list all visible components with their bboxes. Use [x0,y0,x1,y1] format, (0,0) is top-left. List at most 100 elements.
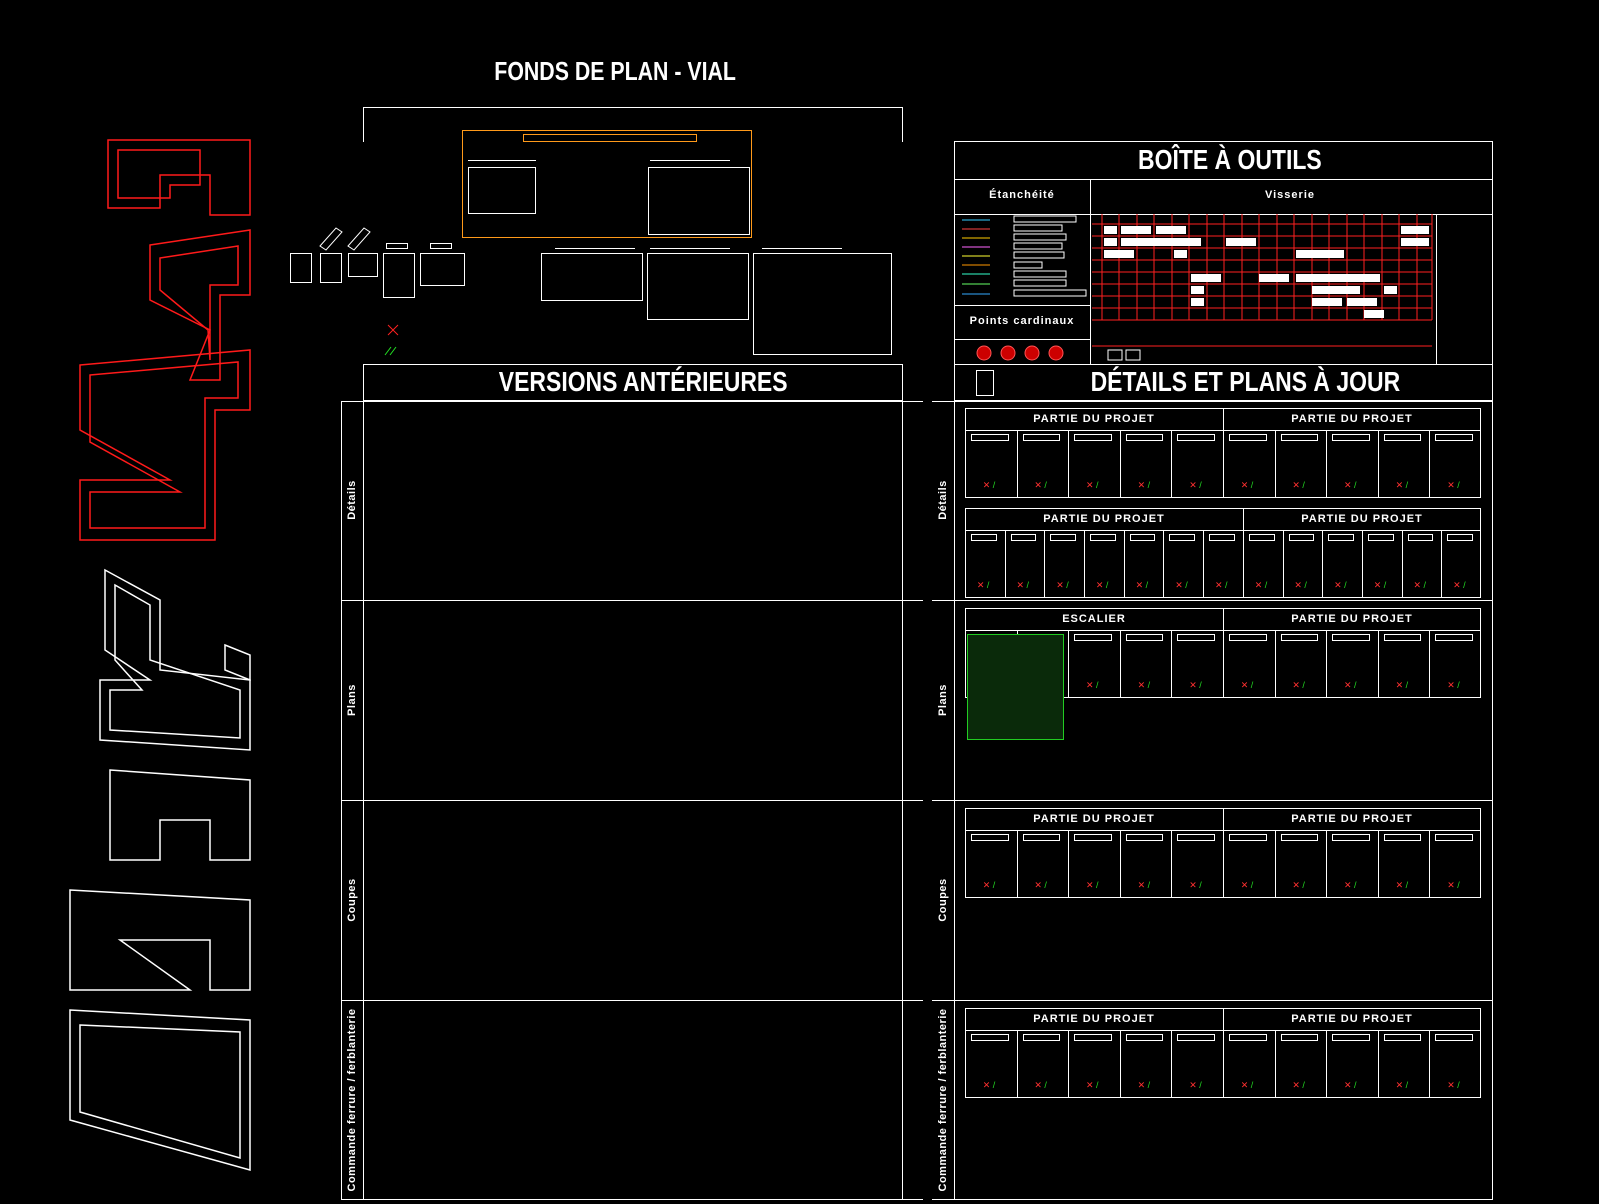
grid-cell-slot[interactable] [1022,834,1061,841]
plan-thumbnail[interactable] [753,253,892,355]
grid-cell-slot[interactable] [1229,834,1267,841]
grid-cell-slot[interactable] [1177,434,1215,441]
grid-cell-slot[interactable] [1090,534,1116,541]
grid-col-line [1016,1030,1018,1098]
cross-mark-icon: ✕ [1344,1080,1352,1090]
grid-cell-slot[interactable] [1280,634,1319,641]
cross-mark-icon: ✕ [1447,880,1455,890]
grid-col-line [1429,830,1431,898]
grid-cell-slot[interactable] [1209,534,1235,541]
toolbox-divider [1436,214,1437,365]
grid-col-line [1377,1030,1379,1098]
grid-col-line [1242,530,1244,598]
grid-cell-slot[interactable] [1280,834,1319,841]
grid-cell-slot[interactable] [1010,534,1037,541]
plan-thumbnail[interactable] [320,253,342,283]
etancheite-legend[interactable] [954,214,1090,304]
check-mark-icon: / [1096,680,1099,690]
grid-cell-slot[interactable] [1435,834,1473,841]
grid-cell-slot[interactable] [1367,534,1394,541]
grid-cell-slot[interactable] [1435,1034,1473,1041]
grid-col-line [1119,830,1121,898]
cross-mark-icon: ✕ [1292,480,1300,490]
toolbox-divider [954,179,1493,180]
plan-thumbnail[interactable] [468,167,536,214]
cross-mark-icon: ✕ [1135,580,1144,590]
grid-cell-slot[interactable] [1332,834,1370,841]
plan-thumbnail[interactable] [647,253,749,320]
grid-cell-slot[interactable] [1074,434,1112,441]
plan-line [762,248,842,249]
grid-cell-slot[interactable] [971,434,1009,441]
plan-thumbnail[interactable] [420,253,465,286]
grid-cell-slot[interactable] [1383,834,1422,841]
cross-mark-icon: ✕ [1137,680,1146,690]
grid-cell-slot[interactable] [1332,1034,1370,1041]
plan-thumbnail[interactable] [430,243,452,249]
grid-cell-slot[interactable] [1383,1034,1422,1041]
grid-cell-slot[interactable] [1435,634,1473,641]
grid-cell-slot[interactable] [1129,534,1156,541]
grid-col-line [1068,1030,1070,1098]
cross-mark-icon: ✕ [1395,480,1404,490]
plan-thumbnail[interactable] [648,167,750,235]
grid-cell-slot[interactable] [1177,634,1215,641]
grid-cell-slot[interactable] [1125,1034,1164,1041]
plan-thumbnail[interactable] [541,253,643,301]
cross-mark-icon: ✕ [1447,680,1455,690]
cross-mark-icon: ✕ [1413,580,1421,590]
cross-mark-icon: ✕ [1240,680,1249,690]
grid-cell-slot[interactable] [1169,534,1196,541]
plan-thumbnail[interactable] [290,253,312,283]
grid-col-line [1171,1030,1173,1098]
grid-cell-slot[interactable] [1383,634,1422,641]
grid-col-line [1429,430,1431,498]
grid-cell-slot[interactable] [1050,534,1077,541]
grid-cell-slot[interactable] [1447,534,1473,541]
grid-col-line [1223,1030,1224,1098]
cross-mark-icon: ✕ [1086,680,1094,690]
grid-cell-slot[interactable] [971,534,997,541]
grid-cell-slot[interactable] [1435,434,1473,441]
grid-cell-slot[interactable] [1022,1034,1061,1041]
grid-cell-slot[interactable] [1280,1034,1319,1041]
plan-thumbnail[interactable] [386,243,408,249]
check-mark-icon: / [992,880,996,890]
grid-cell-slot[interactable] [1177,1034,1215,1041]
check-mark-icon: / [1250,880,1254,890]
grid-cell-slot[interactable] [1383,434,1422,441]
grid-cell-slot[interactable] [1074,634,1112,641]
check-mark-icon: / [1147,880,1151,890]
grid-cell-slot[interactable] [1022,434,1061,441]
grid-cell-slot[interactable] [1288,534,1315,541]
grid-cell-slot[interactable] [1332,634,1370,641]
orange-plan-frame[interactable] [462,130,752,238]
escalier-plan-thumbnail[interactable] [967,634,1065,740]
grid-cell-slot[interactable] [1407,534,1434,541]
points-cardinaux-icons[interactable] [954,342,1090,364]
grid-cell-slot[interactable] [1332,434,1370,441]
cross-mark-icon: ✕ [1056,580,1064,590]
grid-cell-slot[interactable] [1229,1034,1267,1041]
grid-cell-slot[interactable] [971,1034,1009,1041]
grid-cell-slot[interactable] [1074,1034,1112,1041]
visserie-grid[interactable] [1092,214,1436,364]
grid-cell-slot[interactable] [1074,834,1112,841]
grid-cell-slot[interactable] [1125,834,1164,841]
grid-cell-slot[interactable] [1177,834,1215,841]
fonds-frame-right [902,107,903,142]
plan-thumbnail[interactable] [383,253,415,298]
grid-cell-slot[interactable] [1280,434,1319,441]
grid-cell-slot[interactable] [1328,534,1354,541]
fonds-frame-left [363,107,364,142]
grid-col-line [1223,630,1224,698]
grid-cell-slot[interactable] [1248,534,1275,541]
grid-cell-slot[interactable] [1229,434,1267,441]
grid-cell-slot[interactable] [1125,634,1164,641]
plan-thumbnail[interactable] [348,253,378,277]
check-mark-icon: / [1044,880,1047,890]
grid-cell-slot[interactable] [1229,634,1267,641]
details-header [954,364,1493,401]
grid-cell-slot[interactable] [971,834,1009,841]
grid-cell-slot[interactable] [1125,434,1164,441]
